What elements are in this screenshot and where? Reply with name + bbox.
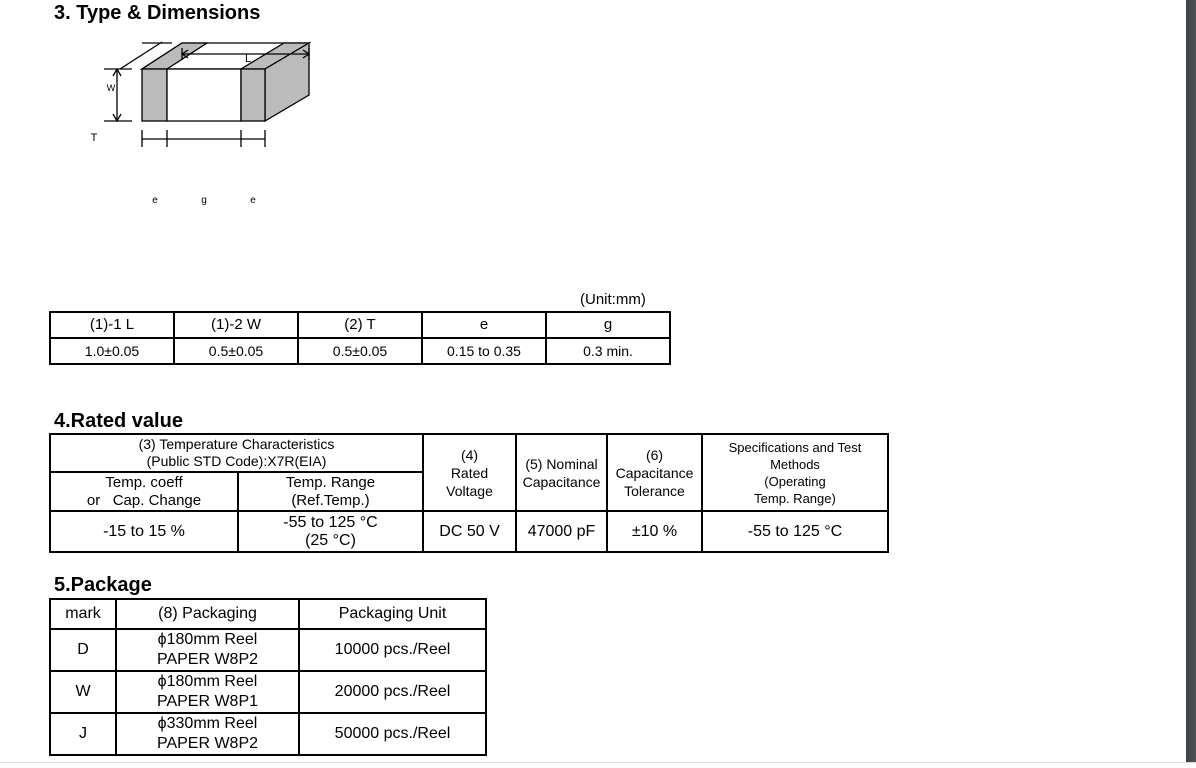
vertical-scrollbar[interactable]	[1186, 0, 1196, 762]
packaging-line1: ϕ180mm Reel	[157, 673, 258, 690]
chip-dimension-diagram: L W T e g e	[91, 41, 312, 206]
rated-value-row: -15 to 15 % -55 to 125 °C (25 °C) DC 50 …	[49, 510, 889, 553]
packaging-line1: ϕ330mm Reel	[157, 715, 258, 732]
nominal-capacitance-header: (5) Nominal Capacitance	[515, 433, 608, 512]
capacitance-value: 47000 pF	[515, 510, 608, 553]
rated-value-table: (3) Temperature Characteristics (Public …	[49, 433, 889, 553]
dimensions-table: (1)-1 L (1)-2 W (2) T e g 1.0±0.05 0.5±0…	[49, 311, 671, 365]
label-L: L	[245, 53, 251, 65]
spec-line3: (Operating	[764, 473, 826, 489]
packaging-unit: 20000 pcs./Reel	[298, 670, 487, 714]
packaging-line2: PAPER W8P2	[156, 735, 259, 752]
tc-line1: Temp. coeff	[105, 473, 183, 491]
value-e: 0.15 to 0.35	[421, 337, 547, 365]
operating-range-value: -55 to 125 °C	[701, 510, 889, 553]
packaging-line1: ϕ180mm Reel	[157, 631, 258, 648]
rv-line3: Voltage	[446, 482, 493, 499]
spec-line4: Temp. Range)	[754, 490, 836, 506]
packaging-line2: PAPER W8P2	[156, 651, 259, 668]
header-L: (1)-1 L	[49, 311, 175, 339]
header-mark: mark	[49, 598, 117, 630]
section-5-title: 5.Package	[54, 574, 152, 596]
label-W: W	[107, 83, 116, 93]
tc-line2: or Cap. Change	[86, 491, 202, 509]
header-packaging-unit: Packaging Unit	[298, 598, 487, 630]
value-L: 1.0±0.05	[49, 337, 175, 365]
temp-range-header: Temp. Range (Ref.Temp.)	[237, 471, 424, 512]
section-4-title: 4.Rated value	[54, 410, 183, 432]
value-g: 0.3 min.	[545, 337, 671, 365]
mark: W	[49, 670, 117, 714]
packaging-line2: PAPER W8P1	[156, 693, 259, 710]
tol-line2: Capacitance	[615, 464, 694, 481]
tol-line3: Tolerance	[624, 482, 685, 499]
tolerance-value: ±10 %	[606, 510, 703, 553]
packaging-unit: 10000 pcs./Reel	[298, 628, 487, 672]
temp-range-value: -55 to 125 °C (25 °C)	[237, 510, 424, 553]
voltage-value: DC 50 V	[422, 510, 517, 553]
bottom-divider	[0, 762, 1196, 763]
dimensions-header-row: (1)-1 L (1)-2 W (2) T e g	[49, 311, 671, 339]
header-packaging: (8) Packaging	[115, 598, 300, 630]
tolerance-header: (6) Capacitance Tolerance	[606, 433, 703, 512]
spec-line1: Specifications and Test	[728, 439, 862, 455]
spec-line2: Methods	[770, 456, 820, 472]
label-T: T	[91, 132, 98, 144]
header-g: g	[545, 311, 671, 339]
label-e-left: e	[152, 195, 158, 206]
temp-char-line1: (3) Temperature Characteristics	[138, 436, 335, 452]
package-header-row: mark (8) Packaging Packaging Unit	[49, 598, 487, 630]
rv-line1: (4)	[460, 446, 479, 463]
spec-header: Specifications and Test Methods (Operati…	[701, 433, 889, 512]
rated-voltage-header: (4) Rated Voltage	[422, 433, 517, 512]
temp-coeff-value: -15 to 15 %	[49, 510, 239, 553]
section-3-title: 3. Type & Dimensions	[54, 2, 261, 24]
tr-line1: Temp. Range	[285, 473, 376, 491]
dimensions-value-row: 1.0±0.05 0.5±0.05 0.5±0.05 0.15 to 0.35 …	[49, 337, 671, 365]
label-e-right: e	[250, 195, 256, 206]
value-T: 0.5±0.05	[297, 337, 423, 365]
nc-line2: Capacitance	[522, 473, 601, 490]
temp-characteristics-header: (3) Temperature Characteristics (Public …	[49, 433, 424, 473]
tol-line1: (6)	[645, 446, 664, 463]
mark: J	[49, 712, 117, 756]
label-g: g	[201, 195, 207, 206]
tr-line2: (Ref.Temp.)	[291, 491, 370, 509]
nc-line1: (5) Nominal	[525, 455, 598, 472]
temp-coeff-header: Temp. coeff or Cap. Change	[49, 471, 239, 512]
header-e: e	[421, 311, 547, 339]
packaging-unit: 50000 pcs./Reel	[298, 712, 487, 756]
rv-line2: Rated	[450, 464, 489, 481]
value-W: 0.5±0.05	[173, 337, 299, 365]
package-table: mark (8) Packaging Packaging Unit D ϕ180…	[49, 598, 487, 756]
mark: D	[49, 628, 117, 672]
temp-char-line2: (Public STD Code):X7R(EIA)	[146, 453, 327, 469]
temp-range-value-line1: -55 to 125 °C	[283, 513, 378, 531]
header-W: (1)-2 W	[173, 311, 299, 339]
unit-label: (Unit:mm)	[580, 291, 646, 308]
temp-range-value-line2: (25 °C)	[305, 531, 356, 549]
header-T: (2) T	[297, 311, 423, 339]
